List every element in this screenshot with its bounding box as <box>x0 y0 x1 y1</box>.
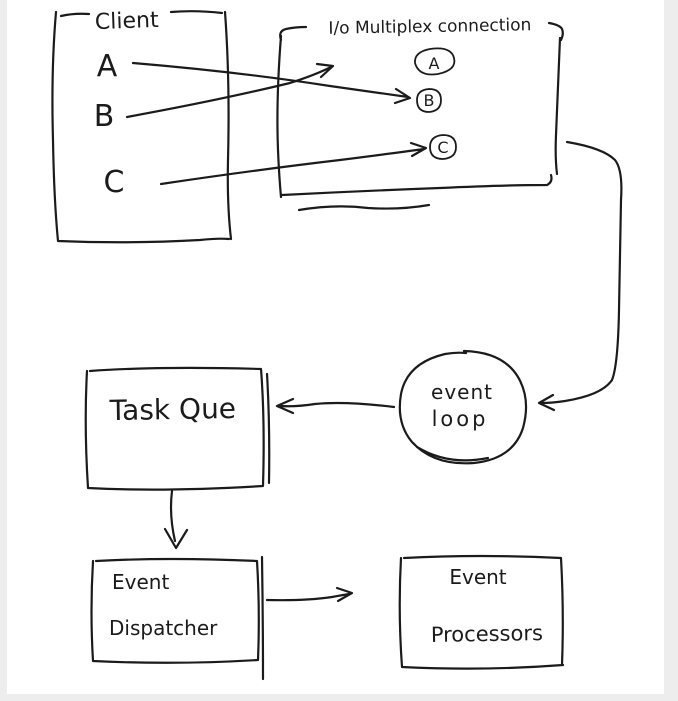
multiplex-box-outline <box>276 21 564 212</box>
circled-b-outline <box>416 88 442 113</box>
multiplex-box-title: I/o Multiplex connection <box>328 15 531 39</box>
event-processors-box: Event Processors <box>398 554 565 670</box>
event-loop-label-line2: loop <box>432 407 489 431</box>
client-item-c: C <box>104 165 125 200</box>
paper-background <box>7 0 664 694</box>
client-box-title: Client <box>95 8 160 35</box>
circled-c-outline <box>429 134 457 160</box>
arrow-event-loop-to-task-queue <box>275 397 396 415</box>
multiplex-item-c: C <box>437 138 448 157</box>
client-item-a: A <box>97 49 118 84</box>
multiplex-box: I/o Multiplex connection A B C <box>276 15 564 212</box>
arrow-client-b-to-multiplex-a <box>125 62 335 119</box>
event-processors-label-line2: Processors <box>431 621 543 647</box>
task-queue-box: Task Que <box>84 366 271 491</box>
event-loop: event loop <box>398 349 528 465</box>
task-queue-box-outline <box>84 366 271 491</box>
multiplex-item-b: B <box>424 91 435 110</box>
client-box: Client A B C <box>51 8 233 244</box>
client-item-b: B <box>94 99 115 134</box>
event-dispatcher-box: Event Dispatcher <box>90 555 265 681</box>
arrow-dispatcher-to-processors <box>265 586 354 603</box>
event-dispatcher-label-line1: Event <box>112 570 169 594</box>
arrow-multiplex-to-event-loop <box>537 140 623 412</box>
event-loop-label-line1: event <box>431 380 493 404</box>
arrow-client-a-to-multiplex-b <box>131 61 412 105</box>
circled-a-outline <box>414 47 456 76</box>
arrow-client-c-to-multiplex-c <box>159 141 428 186</box>
event-dispatcher-label-line2: Dispatcher <box>109 616 218 640</box>
multiplex-item-a: A <box>429 54 440 73</box>
event-processors-label-line1: Event <box>449 565 506 589</box>
arrow-task-queue-to-dispatcher <box>163 489 189 550</box>
event-loop-circle <box>398 349 528 465</box>
client-box-outline <box>51 10 233 244</box>
task-queue-label: Task Que <box>108 392 236 427</box>
event-dispatcher-box-outline <box>90 555 265 681</box>
event-processors-box-outline <box>398 554 565 670</box>
